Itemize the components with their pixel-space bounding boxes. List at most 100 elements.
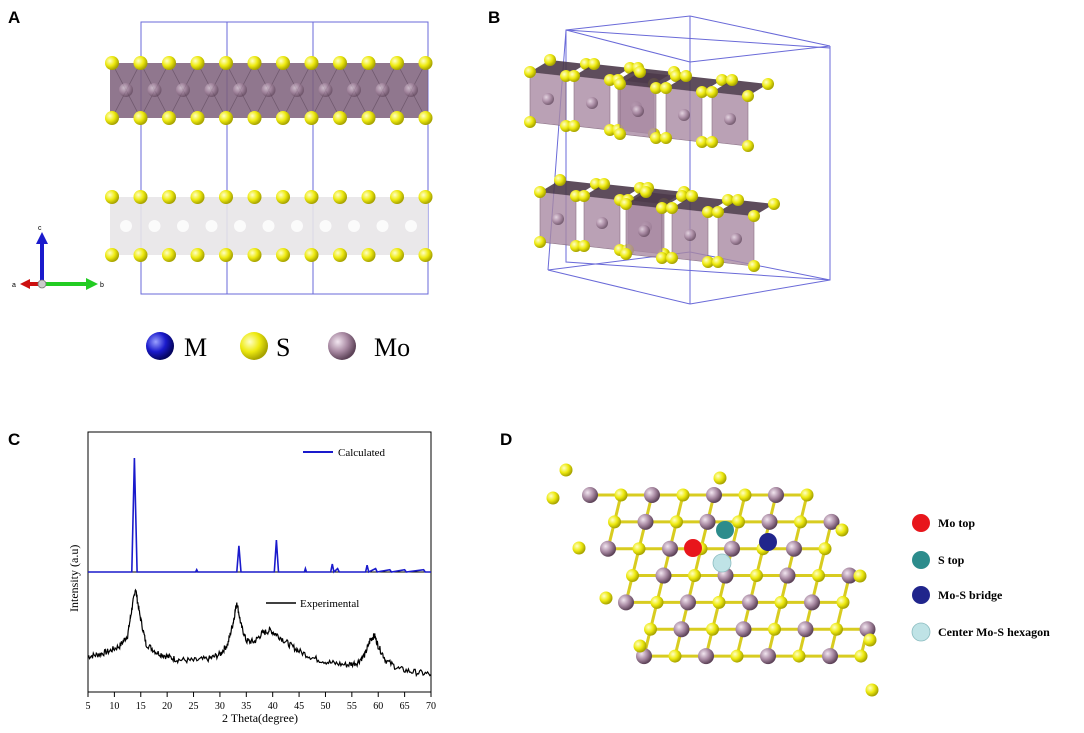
mo-atom	[779, 567, 796, 584]
s-atom	[686, 190, 698, 202]
mo-atom	[375, 83, 390, 97]
x-tick-label: 60	[373, 701, 383, 712]
s-atom	[133, 190, 148, 204]
s-atom	[418, 248, 433, 262]
mo-atom	[644, 487, 660, 503]
s-atom	[702, 206, 714, 218]
s-atom	[534, 186, 546, 198]
mo-atom	[823, 513, 840, 530]
site-mo-top-marker	[684, 539, 702, 557]
s-atom	[390, 190, 404, 204]
s-atom	[544, 54, 556, 66]
site-legend: Mo top S top Mo-S bridge Center Mo-S hex…	[911, 514, 1050, 642]
legend-swatch-m	[146, 332, 174, 360]
s-atom	[333, 248, 347, 262]
s-atom	[650, 132, 662, 144]
s-atom	[247, 111, 262, 125]
mo-atom	[582, 487, 598, 503]
s-atom	[276, 56, 290, 70]
s-atom	[633, 639, 647, 653]
mo-atom	[233, 83, 247, 97]
s-atom	[712, 206, 724, 218]
series-calculated-line	[88, 457, 431, 574]
x-tick-label: 45	[294, 701, 304, 712]
s-atom	[219, 190, 233, 204]
s-atom	[726, 74, 738, 86]
mo-atom	[404, 83, 418, 97]
s-atom	[190, 111, 205, 125]
s-atom	[818, 542, 832, 556]
s-atom	[716, 74, 728, 86]
s-atom	[105, 190, 119, 204]
s-atom	[247, 248, 262, 262]
s-atom	[247, 190, 262, 204]
s-atom	[524, 66, 536, 78]
s-atom	[742, 140, 754, 152]
mo-atom	[290, 83, 304, 97]
site-legend-swatch-mo-s-bridge	[912, 586, 930, 604]
s-atom	[190, 248, 205, 262]
s-atom	[863, 633, 877, 647]
legend-swatch-s	[240, 332, 268, 360]
s-atom	[190, 190, 205, 204]
s-atom	[554, 174, 566, 186]
mo-atom	[735, 621, 752, 638]
s-atom	[418, 111, 433, 125]
s-atom	[702, 256, 714, 268]
empty-site	[291, 220, 303, 232]
s-atom	[568, 120, 580, 132]
site-legend-swatch-mo-top	[912, 514, 930, 532]
octahedron-top	[712, 80, 768, 96]
mo-atom	[680, 594, 696, 611]
s-atom	[614, 488, 628, 502]
s-atom	[219, 111, 233, 125]
x-tick-label: 40	[268, 701, 278, 712]
s-atom	[835, 523, 849, 537]
s-atom	[105, 248, 119, 262]
s-atom	[650, 82, 662, 94]
empty-site	[177, 220, 189, 232]
s-atom	[732, 194, 744, 206]
legend-label-s: S	[276, 333, 290, 362]
s-atom	[578, 190, 590, 202]
legend-label-m: M	[184, 333, 207, 362]
panel-b-structure	[524, 15, 831, 305]
s-atom	[626, 569, 639, 583]
x-tick-label: 30	[215, 701, 225, 712]
x-tick-label: 55	[347, 701, 357, 712]
s-atom	[105, 111, 119, 125]
s-atom	[666, 202, 678, 214]
s-atom	[632, 542, 646, 556]
s-atom	[656, 252, 668, 264]
s-atom	[750, 569, 763, 583]
b-axis-label: b	[100, 282, 104, 289]
s-atom	[854, 649, 868, 663]
s-atom	[578, 240, 590, 252]
s-atom	[608, 515, 621, 529]
mo-atom	[804, 594, 820, 611]
panel-d-structure	[546, 463, 879, 697]
legend-swatch-mo	[328, 332, 356, 360]
s-atom	[162, 190, 176, 204]
c-axis-arrowhead	[36, 232, 48, 244]
mo-atom	[204, 83, 219, 97]
x-tick-label: 25	[189, 701, 199, 712]
mo-atom	[760, 648, 776, 665]
x-tick-label: 35	[241, 701, 251, 712]
mo-atom	[841, 567, 858, 584]
s-atom	[696, 136, 708, 148]
mo-atom	[859, 621, 876, 638]
site-legend-label-mo-top: Mo top	[938, 516, 975, 530]
s-atom	[361, 111, 376, 125]
s-atom	[333, 111, 347, 125]
x-tick-label: 5	[86, 701, 91, 712]
s-atom	[219, 56, 233, 70]
panel-letter-a: A	[8, 8, 21, 27]
x-tick-label: 10	[109, 701, 119, 712]
s-atom	[361, 248, 376, 262]
mo-atom	[176, 83, 190, 97]
legend-label-mo: Mo	[374, 333, 410, 362]
s-atom	[418, 190, 433, 204]
octahedron-top	[718, 200, 774, 216]
